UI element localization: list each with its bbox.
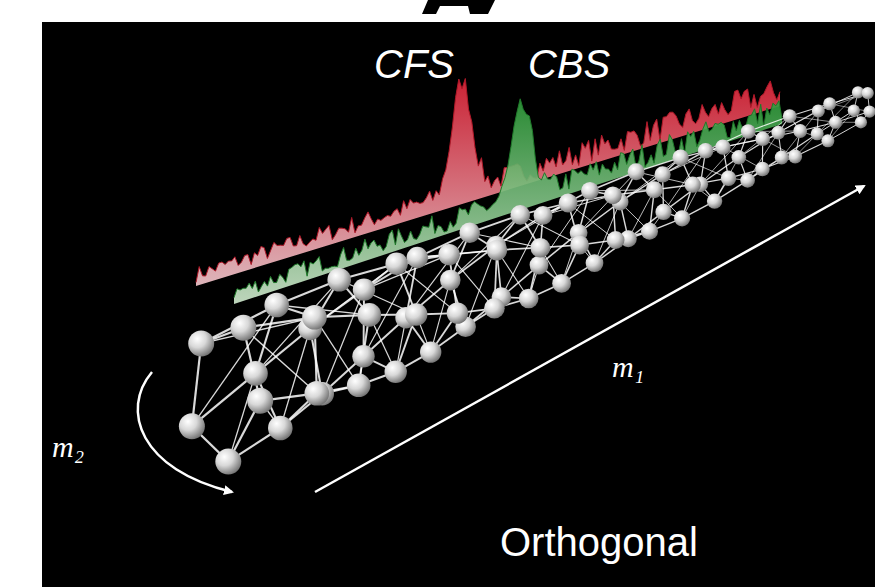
lattice-site [352,345,374,367]
lattice-site [264,293,289,318]
lattice-site [783,109,797,123]
lattice-site [655,166,671,182]
lattice-site [552,274,571,293]
lattice-site [243,361,268,386]
m1-arrow [315,186,864,492]
black-ground [42,22,875,587]
lattice-site [534,206,553,225]
peak-label: CFS [374,44,454,84]
lattice-site [247,388,273,414]
lattice-site [438,244,459,265]
lattice-site [829,116,842,129]
lattice-site [863,106,875,118]
peak-curve [196,79,780,283]
lattice-site [510,205,530,225]
symmetry-label: Orthogonal [500,522,698,562]
lattice-site [353,278,375,300]
lattice-site [385,361,407,383]
peak-curve [234,99,782,298]
lattice-site [570,236,589,255]
peak-label: CBS [528,44,610,84]
lattice-site [812,104,825,117]
lattice-site [459,222,480,243]
lattice-site [305,381,330,406]
lattice-site [215,449,241,475]
lattice-site [707,193,722,208]
cropped-glyph [422,0,495,14]
lattice-site [519,289,539,309]
peak-graphs [196,79,782,305]
lattice-site [559,194,578,213]
lattice-site [302,305,327,330]
lattice-bond [579,172,637,233]
lattice-site [698,143,713,158]
lattice-site [715,139,730,154]
lattice-site [811,127,824,140]
lattice-site [447,302,468,323]
lattice-bond [228,373,255,461]
lattice-site [862,87,874,99]
lattice-site [674,210,690,226]
lattice-site [788,150,802,164]
lattice-site [385,253,407,275]
peak-area [196,79,780,287]
lattice-site [755,162,770,177]
lattice-site [327,268,351,292]
lattice-bond [543,195,613,215]
lattice-site [405,303,427,325]
lattice-site [673,150,689,166]
lattice-site [775,151,789,165]
lattice-site [655,204,671,220]
lattice-site [347,374,371,398]
lattice-site [531,238,551,258]
lattice-site [420,341,441,362]
lattice-site [581,182,599,200]
lattice-site [604,186,622,204]
lattice-site [721,171,736,186]
lattice-site [487,240,508,261]
m2-arrow [138,372,232,492]
peak-area [234,99,782,304]
axis-label: m₁ [612,352,644,382]
lattice-site [407,247,428,268]
lattice-site [771,126,785,140]
lattice-site [628,163,645,180]
lattice-site [855,116,867,128]
lattice-site [848,104,860,116]
lattice-site [188,331,214,357]
lattice-site [755,132,770,147]
lattice-site [586,254,604,272]
lattice-bond [280,329,310,429]
lattice-bond [790,116,836,122]
lattice-site [741,124,756,139]
lattice-site [732,150,747,165]
lattice-site [530,256,549,275]
lattice-bond [663,147,723,174]
lattice-site [646,181,663,198]
lattice-site [740,173,755,188]
lattice-site [823,97,836,110]
lattice-site [484,298,505,319]
lattice-bond [256,280,340,374]
axis-label: m₂ [52,432,84,462]
lattice-tube [179,86,875,474]
lattice-site [230,315,256,341]
lattice-site [440,270,461,291]
lattice-bond [192,305,277,426]
lattice-site [358,303,382,327]
lattice-site [179,413,205,439]
lattice-site [793,124,807,138]
lattice-site [685,177,701,193]
lattice-site [268,416,293,441]
lattice-site [641,223,658,240]
lattice-site [821,134,834,147]
lattice-site [607,231,625,249]
